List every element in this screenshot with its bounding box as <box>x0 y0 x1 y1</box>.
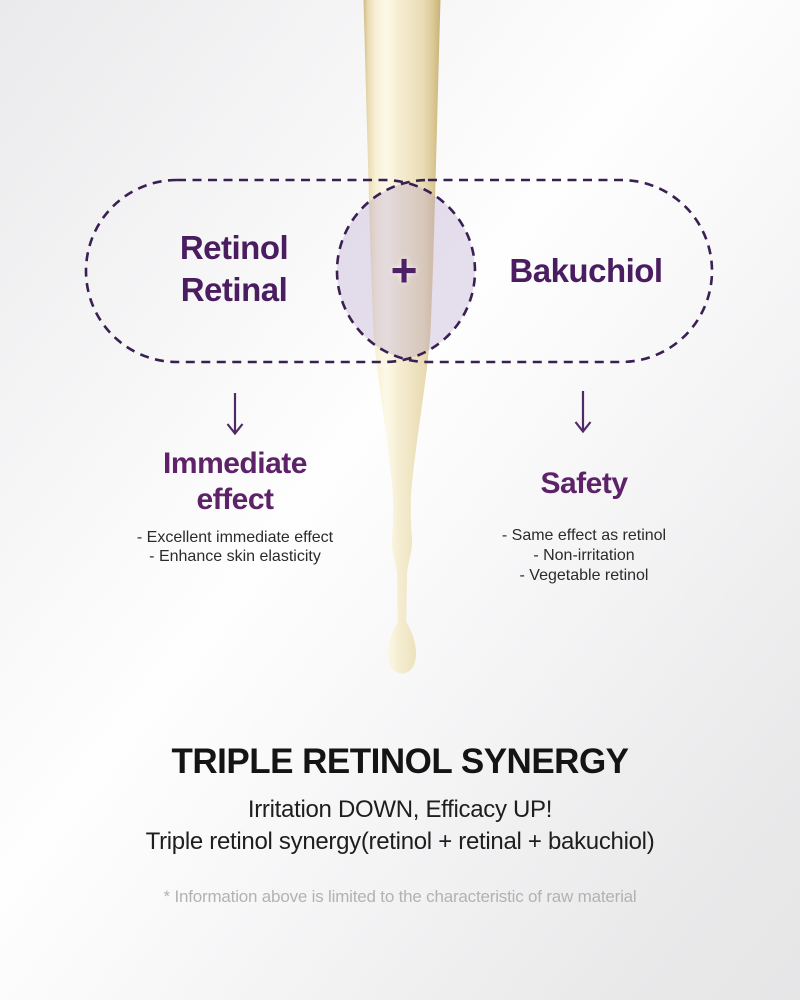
immediate-effect-heading: Immediate effect <box>163 446 307 518</box>
plus-sign: + <box>390 244 418 297</box>
label-line: Retinal <box>180 271 288 308</box>
heading-line: Immediate <box>163 447 307 480</box>
footer-title: TRIPLE RETINOL SYNERGY <box>171 742 629 781</box>
safety-bullets: - Same effect as retinol - Non-irritatio… <box>502 526 666 586</box>
down-arrow-icon <box>574 391 592 434</box>
label-line: Retinol <box>179 229 289 266</box>
bullet-item: - Excellent immediate effect <box>136 529 334 546</box>
label-bakuchiol: Bakuchiol <box>509 252 663 289</box>
down-arrow-icon <box>226 393 244 436</box>
bullet-item: - Same effect as retinol <box>501 527 667 544</box>
heading-line: effect <box>196 483 274 516</box>
footer-disclaimer: * Information above is limited to the ch… <box>163 887 637 906</box>
venn-left-outline <box>84 178 477 364</box>
footer-description: Triple retinol synergy(retinol + retinal… <box>145 828 655 855</box>
safety-heading: Safety <box>540 467 628 500</box>
immediate-effect-bullets: - Excellent immediate effect - Enhance s… <box>137 528 333 566</box>
label-retinol-retinal: Retinol Retinal <box>179 227 289 311</box>
footer-tagline: Irritation DOWN, Efficacy UP! <box>247 796 553 823</box>
liquid-stream-graphic <box>363 0 441 674</box>
bullet-item: - Non-irritation <box>533 547 635 564</box>
venn-overlap-region <box>337 182 475 360</box>
bullet-item: - Vegetable retinol <box>519 567 649 584</box>
bullet-item: - Enhance skin elasticity <box>149 548 321 565</box>
venn-right-outline <box>335 178 714 364</box>
